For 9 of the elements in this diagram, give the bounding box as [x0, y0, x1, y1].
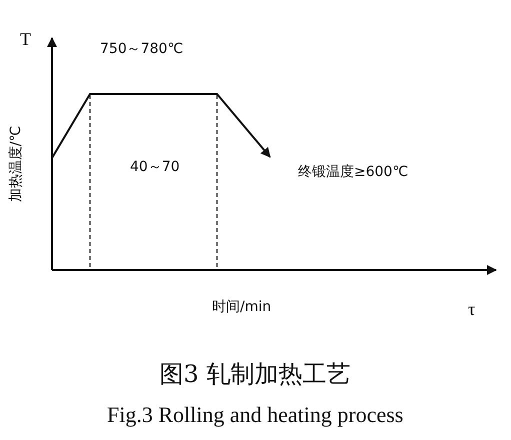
temperature-label: 终锻温度≥600℃	[298, 165, 408, 179]
caption: 图3 轧制加热工艺	[160, 362, 350, 386]
axis-label: τ	[468, 300, 476, 318]
axis-label: 加热温度/℃	[9, 126, 24, 202]
caption: Fig.3 Rolling and heating process	[107, 404, 404, 426]
temperature-label: 750～780℃	[100, 42, 184, 56]
duration-label: 40～70	[130, 160, 180, 174]
axis-label: 时间/min	[212, 300, 272, 314]
axis-label: T	[20, 30, 31, 48]
